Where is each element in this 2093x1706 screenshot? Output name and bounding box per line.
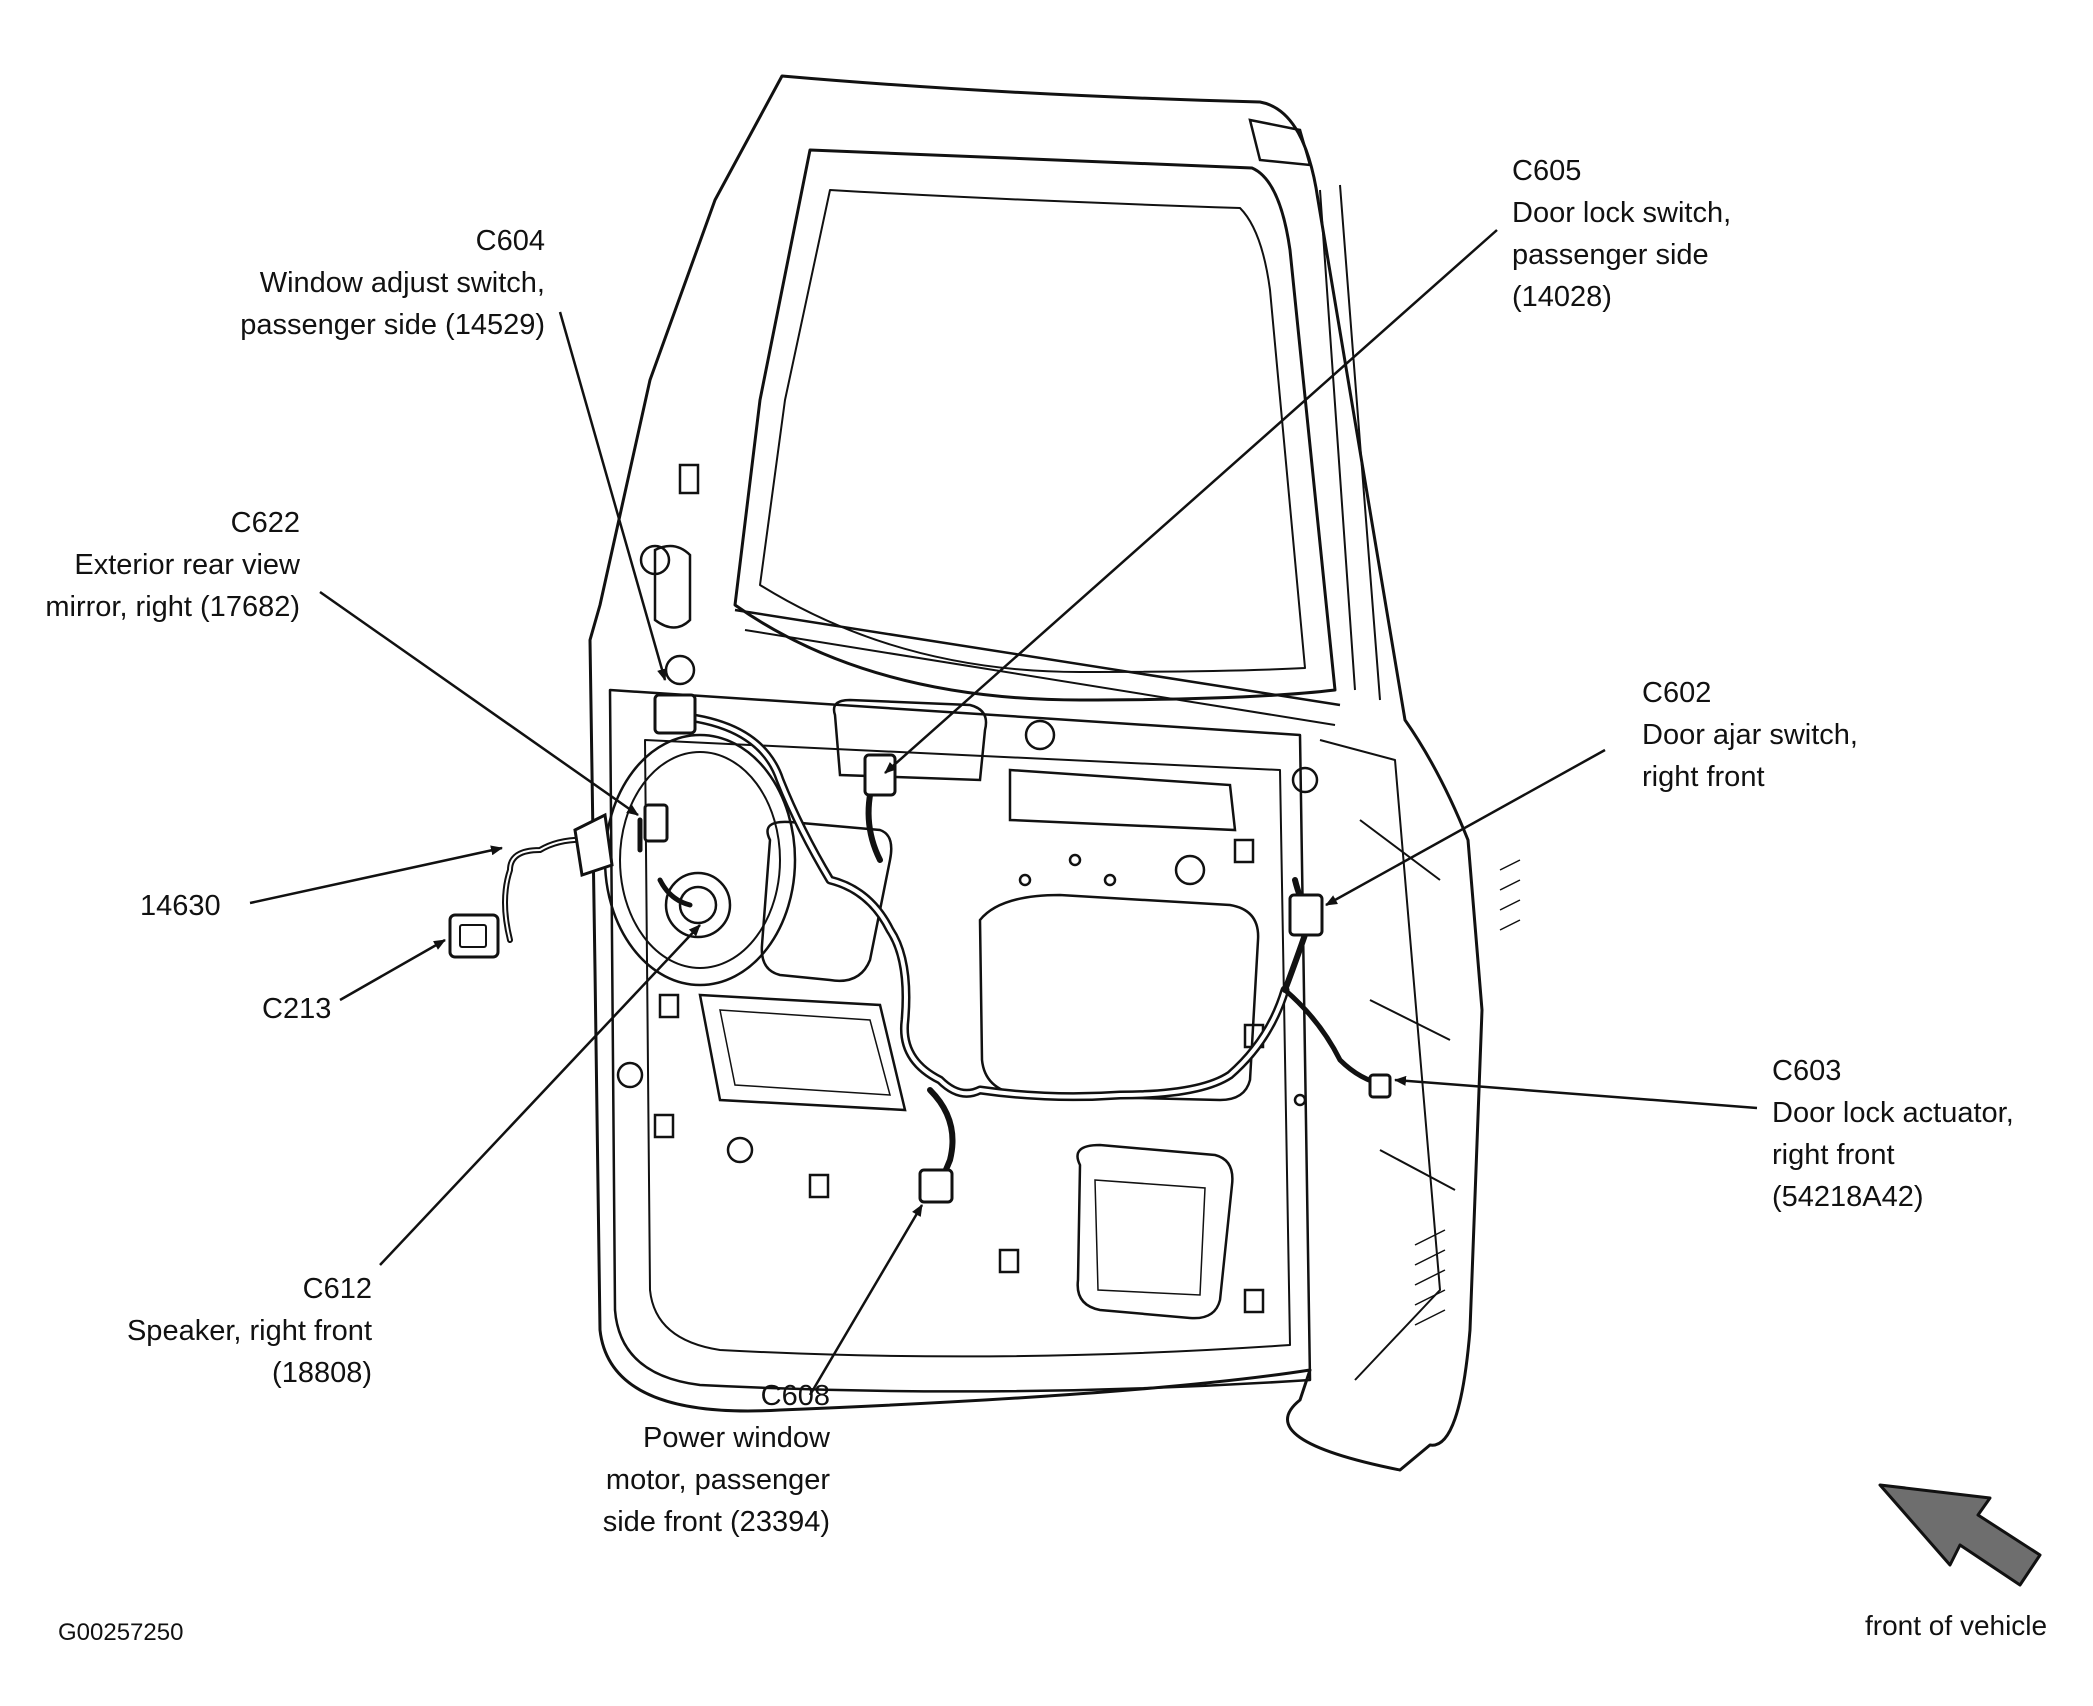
- leader-c213: [339, 938, 446, 1002]
- callout-description: (18808): [272, 1357, 372, 1389]
- callout-c604: C604 Window adjust switch, passenger sid…: [210, 220, 545, 346]
- door-frame: [588, 74, 1521, 1472]
- callout-description: side front (23394): [602, 1506, 830, 1538]
- callout-c622: C622 Exterior rear view mirror, right (1…: [10, 502, 300, 628]
- leader-c612: [379, 924, 701, 1266]
- callout-code: C622: [230, 507, 300, 539]
- leader-lines: [249, 229, 1758, 1396]
- callout-description: passenger side: [1512, 239, 1709, 271]
- front-arrow-icon: [1878, 1483, 2042, 1587]
- callout-code: C612: [302, 1273, 372, 1305]
- callout-c602: C602 Door ajar switch, right front: [1642, 672, 1858, 798]
- leader-c622: [319, 590, 639, 817]
- door-inner-details: [603, 118, 1319, 1320]
- callout-description: Door ajar switch,: [1642, 719, 1858, 751]
- callout-code: C604: [475, 225, 545, 257]
- callout-code: C603: [1772, 1055, 1842, 1087]
- callout-description: motor, passenger: [605, 1464, 830, 1496]
- leader-14630: [249, 845, 503, 905]
- callout-description: Window adjust switch,: [259, 267, 545, 299]
- figure-id: G00257250: [58, 1619, 184, 1646]
- callout-c605: C605 Door lock switch, passenger side (1…: [1512, 150, 1731, 318]
- callout-c213: C213: [262, 988, 331, 1030]
- callout-description: Door lock switch,: [1512, 197, 1732, 229]
- wiring-harness: [502, 710, 1388, 1203]
- callout-c603: C603 Door lock actuator, right front (54…: [1772, 1050, 2014, 1218]
- callout-description: passenger side (14529): [240, 309, 545, 341]
- callout-description: Speaker, right front: [126, 1315, 372, 1347]
- leader-c605: [884, 229, 1498, 774]
- callout-description: Door lock actuator,: [1772, 1097, 2014, 1129]
- callout-description: right front: [1642, 761, 1765, 793]
- callout-description: Exterior rear view: [74, 549, 300, 581]
- front-of-vehicle-label: front of vehicle: [1865, 1610, 2048, 1641]
- leader-c608: [808, 1204, 924, 1396]
- callout-c608: C608 Power window motor, passenger side …: [555, 1375, 830, 1543]
- callout-code: 14630: [140, 890, 221, 922]
- callout-code: C602: [1642, 677, 1712, 709]
- callout-14630: 14630: [140, 885, 221, 927]
- callout-description: Power window: [643, 1422, 830, 1454]
- callout-code: C608: [760, 1380, 830, 1412]
- callout-description: (14028): [1512, 281, 1612, 313]
- callout-description: mirror, right (17682): [45, 591, 300, 623]
- callout-code: C605: [1512, 155, 1582, 187]
- callout-c612: C612 Speaker, right front (18808): [100, 1268, 372, 1394]
- connectors: [448, 693, 1392, 1204]
- callout-description: (54218A42): [1772, 1181, 1924, 1213]
- callout-code: C213: [262, 993, 332, 1025]
- callout-description: right front: [1772, 1139, 1895, 1171]
- leader-c603: [1394, 1075, 1758, 1110]
- leader-c602: [1325, 748, 1606, 907]
- leader-c604: [558, 311, 667, 681]
